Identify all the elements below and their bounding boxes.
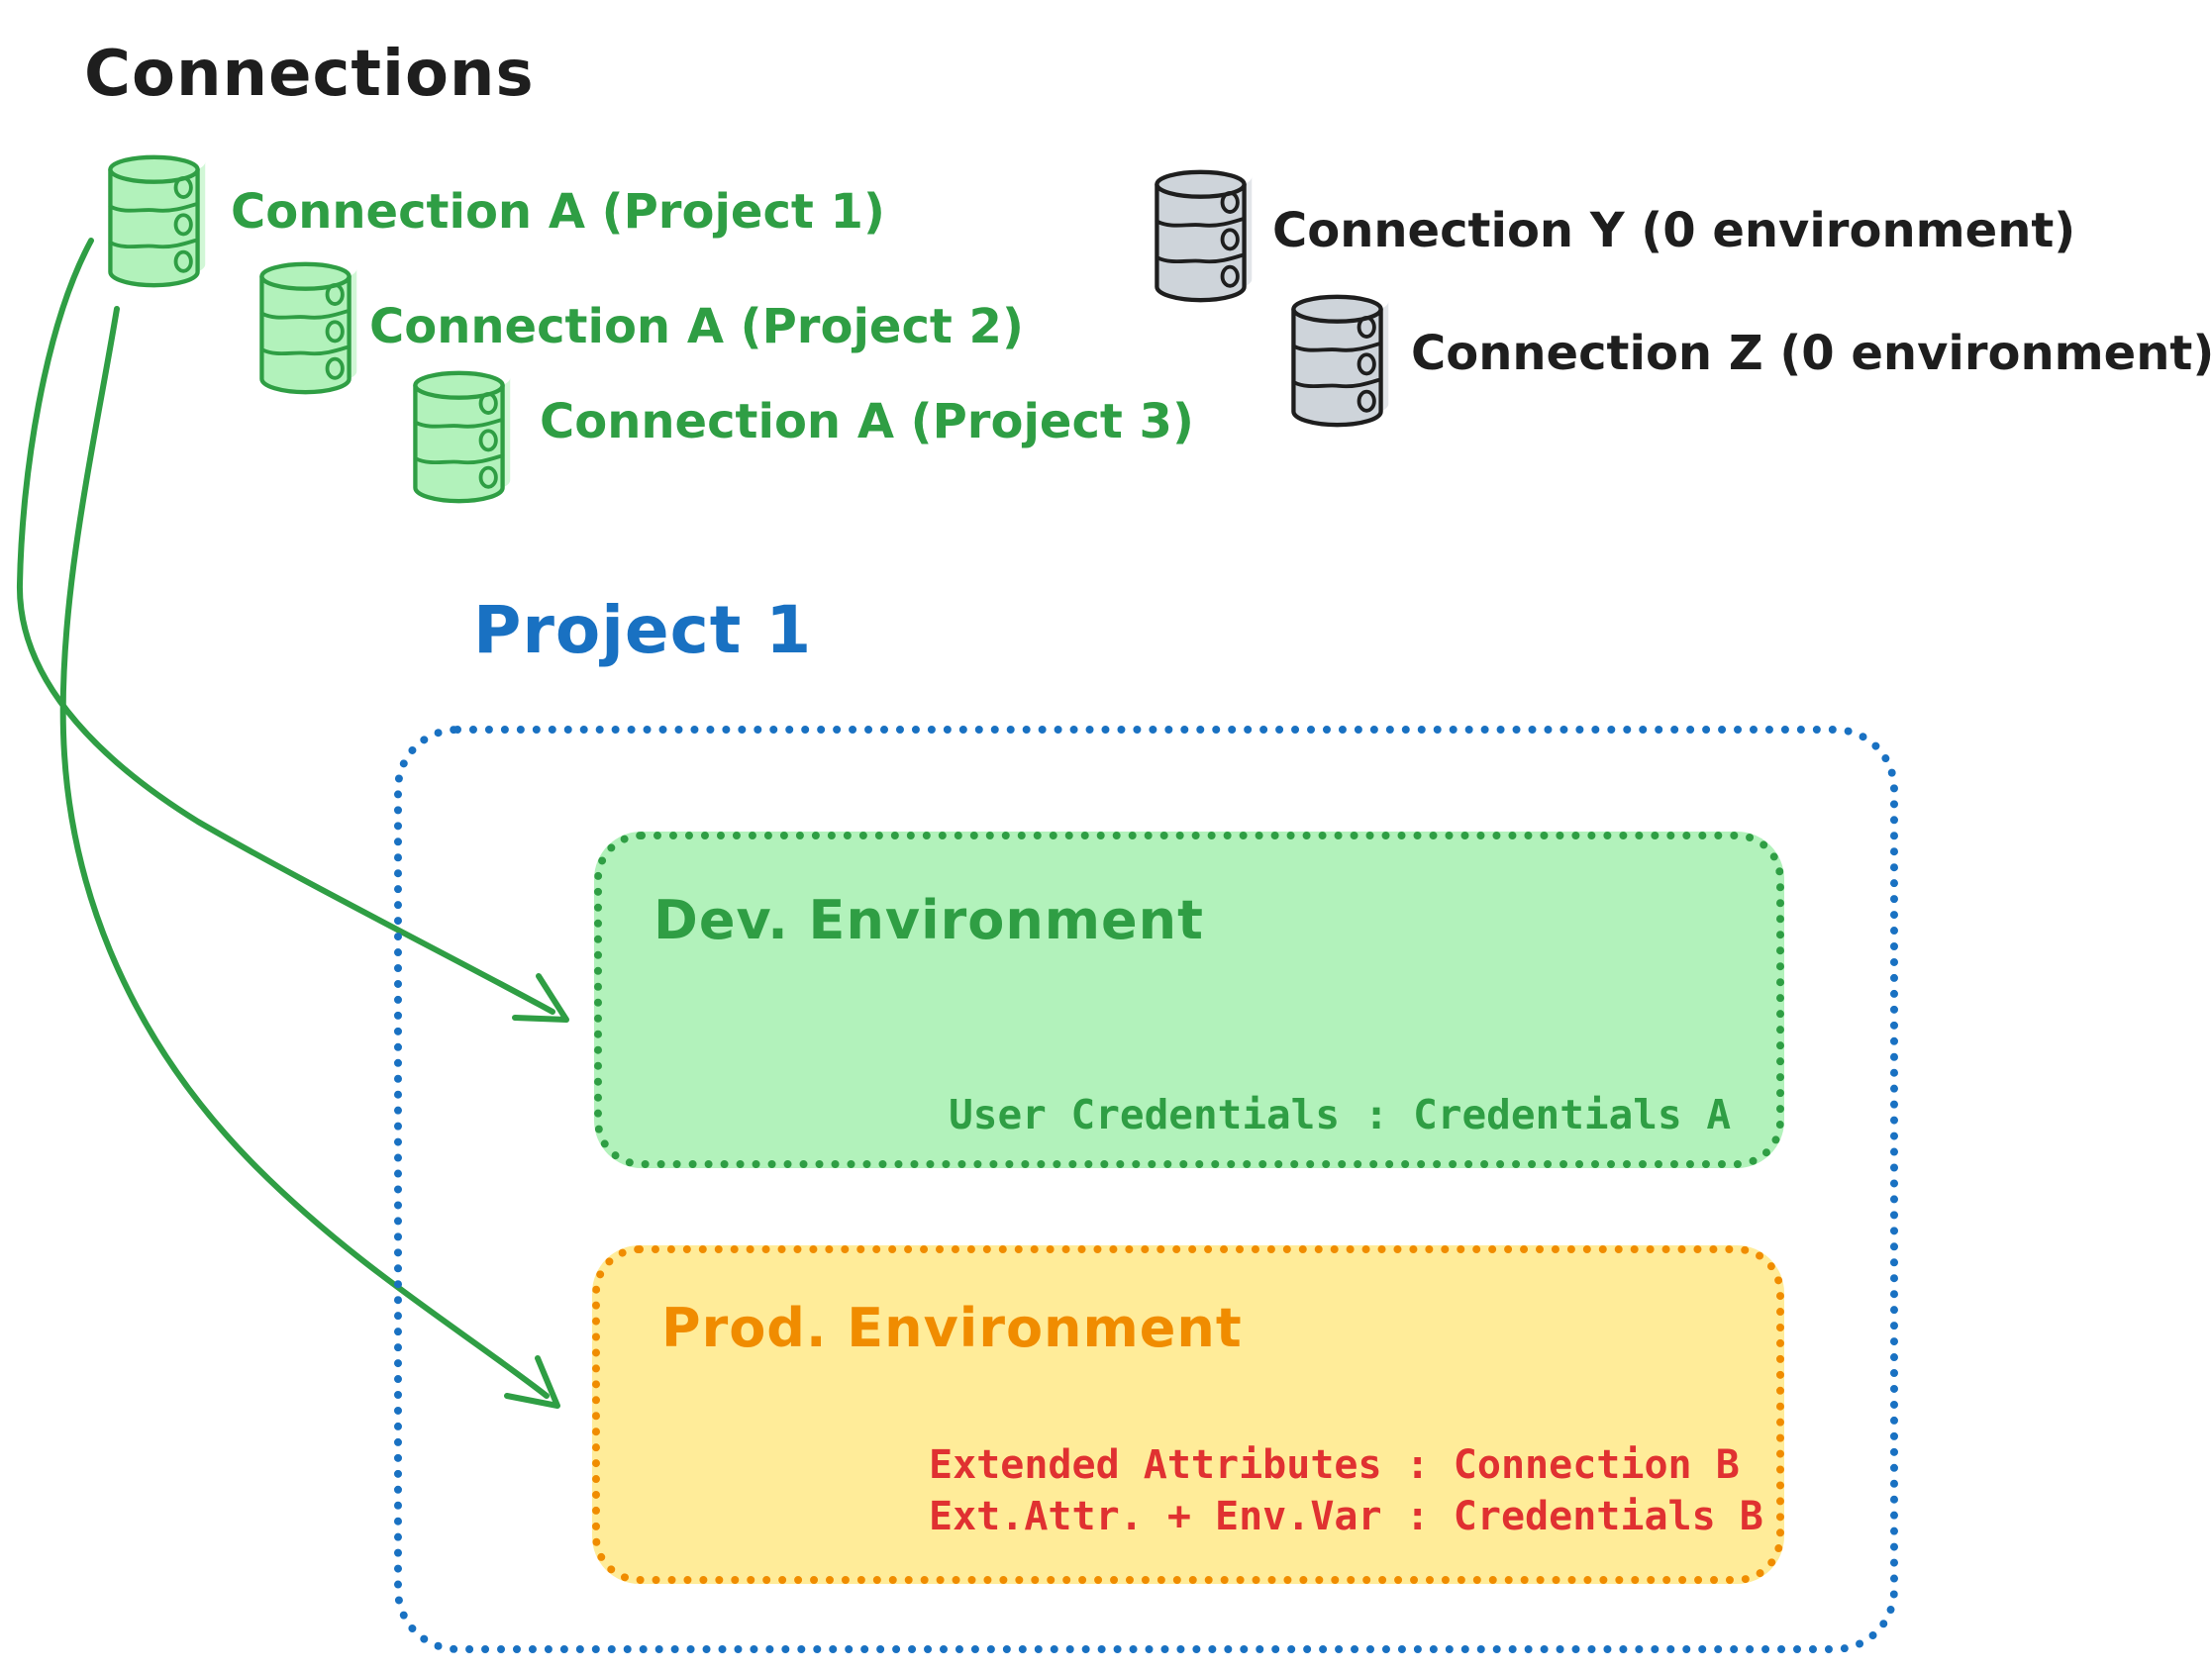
dev-credentials-text: User Credentials : Credentials A — [949, 1091, 1731, 1138]
label-connection-a-project-1: Connection A (Project 1) — [231, 184, 885, 240]
database-icon — [402, 364, 516, 509]
label-connection-a-project-2: Connection A (Project 2) — [369, 299, 1024, 354]
database-icon — [97, 148, 211, 293]
database-icon — [249, 255, 362, 400]
dev-environment-title: Dev. Environment — [654, 889, 1204, 951]
label-connection-z: Connection Z (0 environment) — [1411, 326, 2212, 381]
page-title: Connections — [84, 38, 535, 111]
dev-environment-box: Dev. Environment User Credentials : Cred… — [594, 832, 1784, 1168]
label-connection-y: Connection Y (0 environment) — [1272, 203, 2076, 258]
project-title: Project 1 — [473, 592, 813, 668]
project-1-box: Dev. Environment User Credentials : Cred… — [394, 726, 1898, 1653]
label-connection-a-project-3: Connection A (Project 3) — [540, 394, 1194, 449]
prod-credentials-text: Extended Attributes : Connection B Ext.A… — [929, 1439, 1763, 1542]
database-icon — [1280, 288, 1394, 433]
prod-credentials-line-1: Extended Attributes : Connection B — [929, 1442, 1740, 1488]
database-icon — [1144, 163, 1257, 308]
prod-environment-title: Prod. Environment — [661, 1297, 1243, 1359]
prod-credentials-line-2: Ext.Attr. + Env.Var : Credentials B — [929, 1494, 1763, 1539]
prod-environment-box: Prod. Environment Extended Attributes : … — [592, 1245, 1784, 1584]
